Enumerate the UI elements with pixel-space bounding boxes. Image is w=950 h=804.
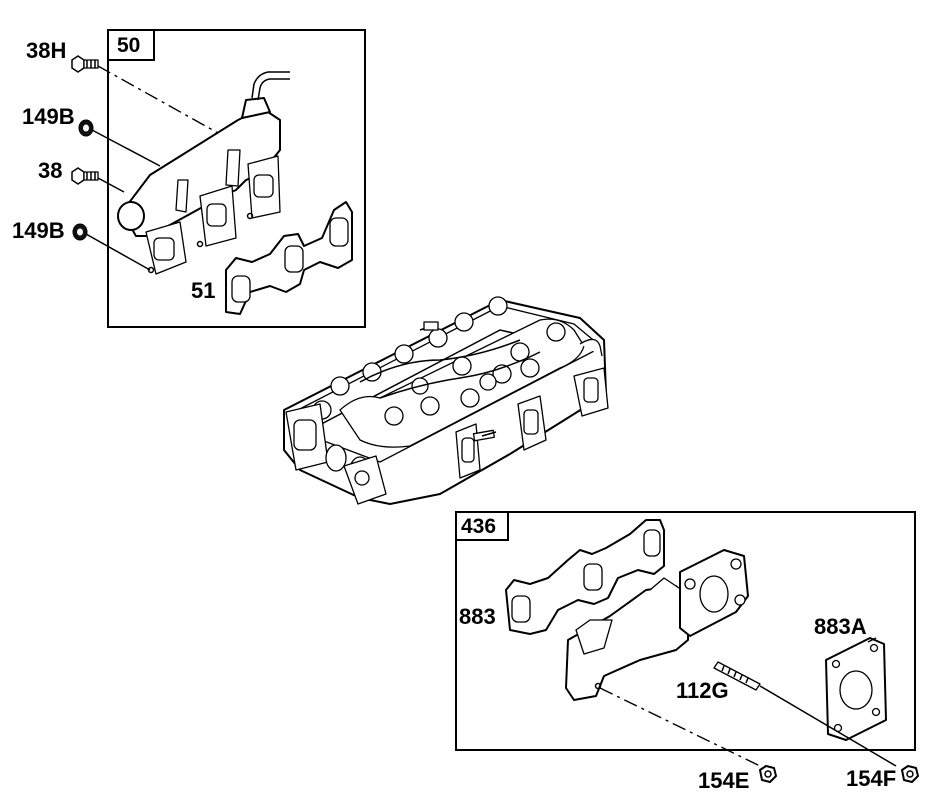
callout-112G: 112G: [676, 678, 729, 703]
cylinder-head: [283, 296, 609, 505]
group-50-tag-box: [107, 29, 155, 61]
exhaust-manifold-gasket: [225, 201, 353, 315]
bolt-38H: [71, 55, 99, 73]
nut-154F: [901, 765, 919, 783]
group-436-tag-box: [455, 511, 509, 541]
group-50: 50: [71, 29, 366, 328]
nut-149B-top: [78, 119, 94, 137]
group-50-tag: 50: [117, 34, 140, 57]
nut-149B-bottom: [72, 223, 88, 241]
callout-154E: 154E: [698, 768, 749, 793]
group-436-tag: 436: [461, 515, 496, 538]
callout-51: 51: [191, 278, 215, 303]
egr-adapter-body: [565, 549, 749, 701]
head-exhaust-ports: [455, 338, 609, 479]
gasket-883: [505, 519, 665, 635]
group-436: 436: [455, 511, 916, 767]
stud-112G: [713, 661, 761, 691]
callout-149B-bottom: 149B: [12, 218, 65, 243]
nut-154E: [759, 765, 777, 783]
group-436-frame: [455, 511, 916, 751]
exhaust-manifold: [117, 71, 290, 275]
callout-38: 38: [38, 158, 62, 183]
callout-154F: 154F: [846, 766, 896, 791]
callout-883: 883: [459, 604, 496, 629]
callout-883A: 883A: [814, 614, 867, 639]
callout-149B-top: 149B: [22, 104, 75, 129]
bolt-38: [71, 167, 99, 185]
head-intake-end: [285, 403, 387, 505]
group-50-frame: [107, 29, 366, 328]
gasket-883A: [825, 637, 887, 741]
callout-38H: 38H: [26, 38, 66, 63]
